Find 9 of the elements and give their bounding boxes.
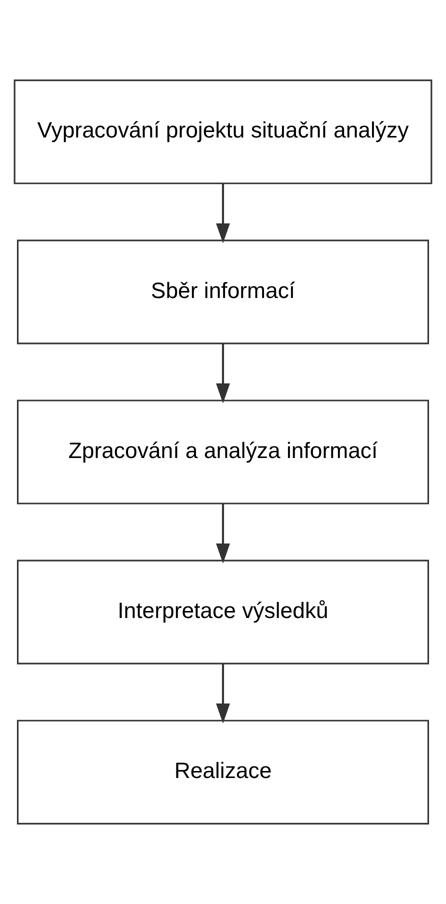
node-box: Sběr informací: [16, 240, 430, 344]
arrow: [216, 504, 230, 564]
arrow: [216, 184, 230, 244]
node-box: Interpretace výsledků: [16, 560, 430, 664]
node-box: Realizace: [16, 720, 430, 824]
node-box: Zpracování a analýza informací: [16, 400, 430, 504]
arrow: [216, 664, 230, 724]
arrow: [216, 344, 230, 404]
node-box: Vypracování projektu situační analýzy: [14, 80, 432, 184]
